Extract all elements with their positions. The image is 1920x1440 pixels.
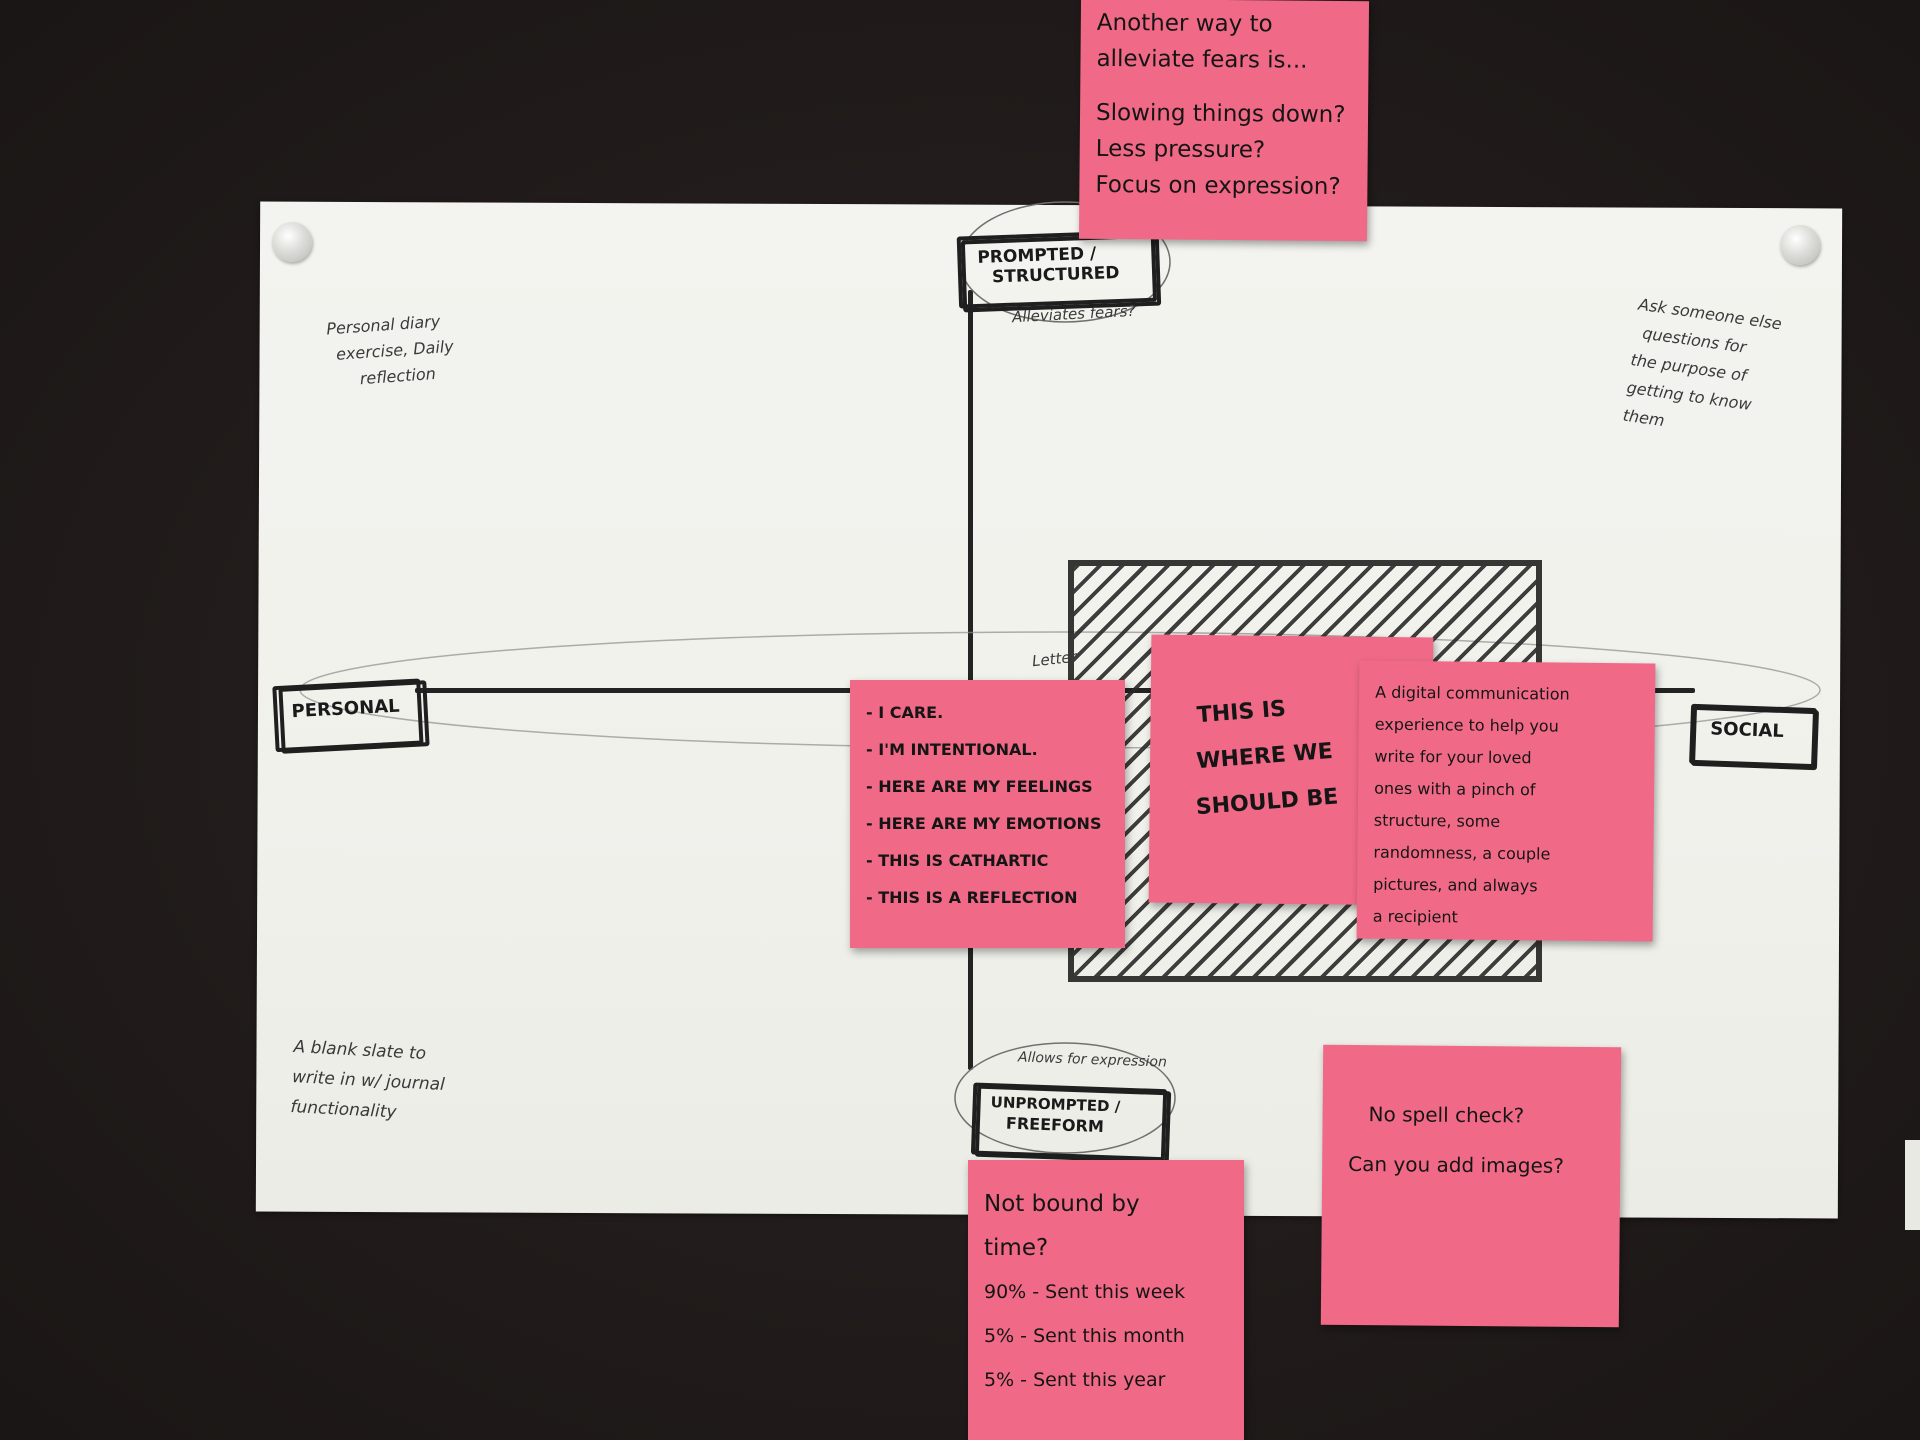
thumbtack-left-icon — [272, 222, 312, 262]
axis-label-bottom-outline — [970, 1082, 1168, 1162]
thumbtack-right-icon — [1780, 225, 1820, 265]
sticky-center-right-line: write for your loved — [1374, 746, 1532, 768]
sticky-center-right-line: randomness, a couple — [1373, 842, 1551, 864]
sticky-top-line: alleviate fears is... — [1096, 45, 1308, 74]
sticky-note-bottom-center: Not bound by time? 90% - Sent this week … — [968, 1160, 1244, 1440]
note-top-right: Ask someone else questions for the purpo… — [1621, 291, 1784, 450]
sticky-note-top: Another way to alleviate fears is... Slo… — [1078, 0, 1370, 242]
sticky-top-line: Focus on expression? — [1095, 171, 1341, 201]
sticky-bottom-center-line: 5% - Sent this month — [984, 1325, 1185, 1347]
sticky-bottom-center-line: 5% - Sent this year — [984, 1369, 1166, 1391]
sticky-center-left-line: - This is a reflection — [866, 888, 1078, 907]
axis-label-left-outline — [272, 678, 424, 753]
sticky-bottom-right-line: No spell check? — [1368, 1102, 1525, 1128]
axis-label-top: Prompted / Structured — [956, 229, 1162, 313]
sticky-center-right-line: structure, some — [1373, 810, 1501, 831]
axis-label-bottom: Unprompted / Freeform — [970, 1082, 1172, 1164]
sticky-bottom-center-line: Not bound by — [984, 1191, 1140, 1217]
sticky-center-left-line: - This is cathartic — [866, 851, 1049, 870]
sticky-top-line: Less pressure? — [1095, 135, 1266, 164]
sticky-bottom-center-line: time? — [984, 1235, 1049, 1261]
adjacent-paper-edge — [1905, 1140, 1920, 1230]
sticky-note-bottom-right: No spell check? Can you add images? — [1320, 1044, 1622, 1328]
sticky-top-line: Slowing things down? — [1095, 99, 1346, 129]
sticky-center-left-line: - I care. — [866, 703, 944, 722]
sticky-bottom-right-line: Can you add images? — [1348, 1151, 1564, 1178]
sticky-center-left-line: - Here are my feelings — [866, 777, 1093, 796]
sticky-center-left-line: - I'm intentional. — [866, 740, 1038, 759]
sticky-center-right-line: ones with a pinch of — [1374, 778, 1536, 800]
sticky-center-right-line: pictures, and always — [1373, 874, 1538, 896]
sticky-bottom-center-line: 90% - Sent this week — [984, 1281, 1186, 1303]
axis-label-right-outline — [1689, 703, 1818, 769]
sticky-top-line: Another way to — [1096, 9, 1273, 38]
axis-label-right: Social — [1689, 703, 1820, 771]
sticky-center-right-line: experience to help you — [1374, 714, 1559, 736]
sticky-center-left-line: - Here are my emotions — [866, 814, 1102, 833]
sticky-center-right-line: A digital communication — [1375, 682, 1570, 704]
axis-label-top-outline — [956, 229, 1158, 309]
note-top-left: Personal diary exercise, Daily reflectio… — [325, 308, 456, 395]
sticky-top-line — [1096, 77, 1352, 97]
sticky-center-right-line: a recipient — [1372, 906, 1458, 927]
note-bottom-left: A blank slate to write in w/ journal fun… — [290, 1032, 447, 1130]
sticky-note-center-right: A digital communication experience to he… — [1356, 660, 1656, 942]
axis-label-left: Personal — [272, 678, 430, 754]
sticky-note-center-left: - I care. - I'm intentional. - Here are … — [850, 680, 1125, 948]
